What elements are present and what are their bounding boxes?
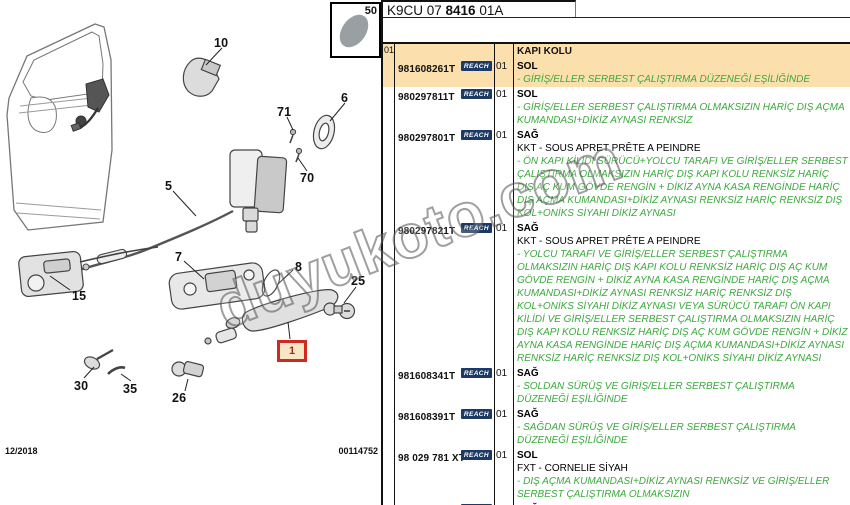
part-8-shape [261,269,281,297]
table-row: 981608341T REACH 01 SAĞ - SOLDAN SÜRÜŞ V… [383,366,850,407]
note-text: - GİRİŞ/ELLER SERBEST ÇALIŞTIRMA DÜZENEĞ… [517,74,811,85]
callout-26[interactable]: 26 [172,391,187,405]
parts-table: 01 KAPI KOLU 981608261T REACH 01 SOL - G… [383,42,850,505]
callout-30[interactable]: 30 [74,379,89,393]
reach-badge[interactable]: REACH [460,130,492,140]
part-7-shape [168,262,266,310]
part-number[interactable]: 981608391T [398,412,456,423]
part-25-shape [323,302,356,320]
screw-71-shape [289,128,297,144]
part-number[interactable]: 981608261T [398,64,456,75]
part-1-shape [204,289,339,345]
door-inner-mechanism [70,78,110,132]
exploded-parts-diagram: 10 6 71 70 5 7 8 15 25 30 35 26 1 50 12/… [0,0,383,505]
callout-leader-lines [49,47,357,392]
quantity-cell: 01 [496,368,508,379]
quantity-cell: 01 [496,450,508,461]
swatch-box-label: 50 [364,5,377,17]
table-row: 980297801T REACH 01 SAĞ KKT - SOUS APRET… [383,128,850,221]
parts-table-pane: K9CU 07 8416 01A 01 KAPI KOLU 981608261T… [383,0,850,505]
door-module-shape [229,149,288,233]
quantity-cell: 01 [496,409,508,420]
parts-table-rows: 01 KAPI KOLU 981608261T REACH 01 SOL - G… [383,44,850,505]
part-6-shape [312,114,336,150]
header-rule [383,17,850,18]
callout-35[interactable]: 35 [123,382,138,396]
reach-badge[interactable]: REACH [460,89,492,99]
part-10-shape [182,57,222,97]
table-row: 98 029 781 XT REACH 01 SOL FXT - CORNELI… [383,448,850,502]
callout-8[interactable]: 8 [295,260,303,274]
column-line-1 [394,44,395,505]
part-number[interactable]: 98 029 781 XT [398,453,465,464]
note-text: - GİRİŞ/ELLER SERBEST ÇALIŞTIRMA OLMAKSI… [517,102,845,126]
part-30-shape [83,349,114,370]
diagram-date: 12/2018 [5,446,38,456]
reach-badge[interactable]: REACH [460,61,492,71]
table-row: 980297821T REACH 01 SAĞ KKT - SOUS APRET… [383,221,850,366]
quantity-cell: 01 [496,61,508,72]
quantity-cell: 01 [496,89,508,100]
column-line-2 [494,44,495,505]
callout-25[interactable]: 25 [351,274,366,288]
side-label: SOL [517,89,538,100]
side-label: SAĞ [517,368,539,379]
side-label: SAĞ [517,130,539,141]
callout-71[interactable]: 71 [277,105,292,119]
callout-7[interactable]: 7 [175,250,183,264]
part-26-shape [171,361,205,378]
reach-badge[interactable]: REACH [460,409,492,419]
part-number[interactable]: 981608341T [398,371,456,382]
finish-label: KKT - SOUS APRET PRÊTE A PEINDRE [517,143,701,154]
part-15-shape [18,246,159,298]
note-text: - ÖN KAPI KİLİDİ SÜRÜCÜ+YOLCU TARAFI VE … [517,156,848,219]
reach-badge[interactable]: REACH [460,368,492,378]
group-header-row: 01 KAPI KOLU [383,44,850,59]
callout-1-highlighted[interactable]: 1 [277,340,307,362]
part-number[interactable]: 980297811T [398,92,455,103]
group-title: KAPI KOLU [517,46,572,57]
note-text: - SAĞDAN SÜRÜŞ VE GİRİŞ/ELLER SERBEST ÇA… [517,422,796,446]
drawing-code: K9CU 07 8416 01A [383,0,576,18]
screw-70-shape [295,147,303,163]
column-line-3 [513,44,514,505]
note-text: - DIŞ AÇMA KUMANDASI+DİKİZ AYNASI RENKSİ… [517,476,830,500]
side-label: SAĞ [517,409,539,420]
finish-label: KKT - SOUS APRET PRÊTE A PEINDRE [517,236,701,247]
quantity-cell: 01 [496,223,508,234]
callout-10[interactable]: 10 [214,36,229,50]
table-row: 981608391T REACH 01 SAĞ - SAĞDAN SÜRÜŞ V… [383,407,850,448]
part-35-shape [107,366,126,375]
reach-badge[interactable]: REACH [460,223,492,233]
quantity-cell: 01 [496,130,508,141]
table-row: 981608261T REACH 01 SOL - GİRİŞ/ELLER SE… [383,59,850,87]
part-number[interactable]: 980297801T [398,133,456,144]
reach-badge[interactable]: REACH [460,450,492,460]
swatch-box-50: 50 [330,2,381,58]
table-row: 980297811T REACH 01 SOL - GİRİŞ/ELLER SE… [383,87,850,128]
drawing-code-prefix: K9CU 07 [387,3,446,18]
note-text: - YOLCU TARAFI VE GİRİŞ/ELLER SERBEST ÇA… [517,249,848,364]
drawing-code-bold: 8416 [445,3,476,18]
drawing-code-suffix: 01A [475,3,504,18]
side-label: SOL [517,61,538,72]
callout-6[interactable]: 6 [341,91,349,105]
part-number[interactable]: 980297821T [398,226,456,237]
finish-label: FXT - CORNELIE SİYAH [517,463,628,474]
callout-15[interactable]: 15 [72,289,87,303]
door-handle-exploded-drawing [6,23,357,392]
group-index: 01 [384,45,395,55]
side-label: SOL [517,450,538,461]
diagram-document-number: 00114752 [338,446,378,456]
callout-5[interactable]: 5 [165,179,173,193]
pane-divider [381,0,383,505]
callout-70[interactable]: 70 [300,171,315,185]
side-label: SAĞ [517,223,539,234]
door-outline [6,23,113,231]
note-text: - SOLDAN SÜRÜŞ VE GİRİŞ/ELLER SERBEST ÇA… [517,381,795,405]
